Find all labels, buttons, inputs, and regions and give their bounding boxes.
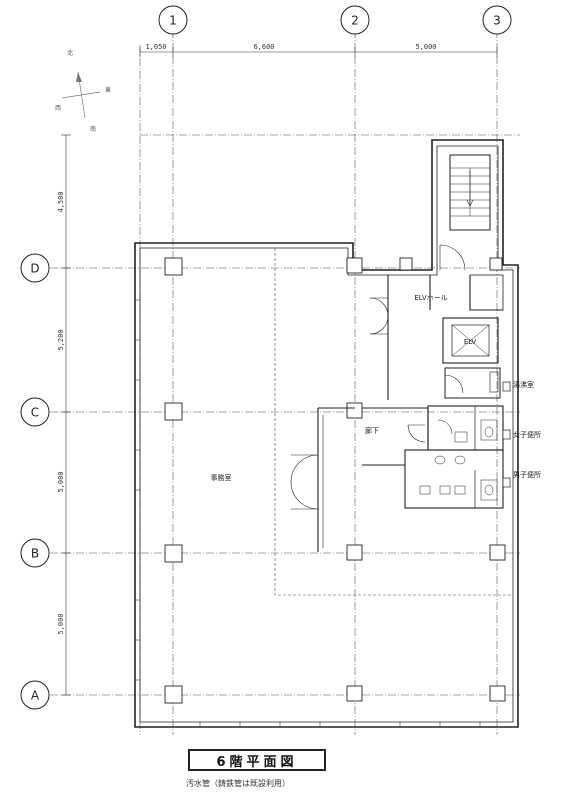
elevator [442, 317, 499, 364]
left-window-marks [135, 299, 140, 681]
dimension-left-2: 5,200 [57, 329, 65, 350]
row-bubble-D [20, 253, 50, 283]
room-label-mens-toilet: 男子便所 [513, 470, 541, 479]
column-post-3B [489, 544, 506, 561]
structural-columns [164, 257, 506, 704]
dimension-left-4: 5,000 [57, 613, 65, 634]
toilets [404, 405, 504, 509]
room-label-elv: ELV [464, 338, 477, 346]
room-label-elv-hall: ELVホール [414, 294, 447, 302]
elv-hall-walls [387, 274, 504, 400]
column-post-mid-D [399, 257, 413, 271]
dimension-top-1: 1,050 [145, 43, 166, 51]
column-label-3: 3 [493, 14, 501, 28]
column-label-2: 2 [351, 14, 359, 28]
column-post-3A [489, 685, 506, 702]
dashed-outline [274, 248, 513, 596]
stair-enclosure [449, 154, 491, 231]
drawing-title: 6階平面図 [188, 749, 326, 771]
room-label-womens-toilet: 女子便所 [513, 430, 541, 439]
kitchenette [444, 367, 501, 399]
stair-shaft [439, 154, 491, 271]
row-bubbles: D C B A [20, 253, 50, 710]
column-post-2D [346, 257, 363, 274]
room-label-office: 事務室 [211, 473, 232, 482]
mens-toilet-room [404, 449, 504, 509]
inner-wall-line [139, 145, 514, 723]
row-label-D: D [30, 262, 39, 276]
stair-door-swing [439, 244, 466, 271]
dimension-left-3: 5,000 [57, 471, 65, 492]
column-bubble-3 [482, 5, 512, 35]
drawing-caption: 汚水管（鋳鉄管は既設利用） [186, 779, 290, 788]
column-post-1B [164, 544, 183, 563]
grid-lines [50, 30, 520, 735]
partition-doors [290, 454, 319, 510]
row-label-B: B [31, 547, 39, 561]
row-label-A: A [31, 689, 40, 703]
pipe-marks [502, 381, 511, 488]
basin-icon [454, 455, 466, 465]
compass-arrow-icon [76, 72, 82, 82]
compass-north: 北 [67, 49, 73, 57]
compass-east: 東 [105, 86, 111, 94]
elv-hall-wall-east [469, 275, 503, 311]
kitchenette-door-swing [444, 374, 464, 394]
column-label-1: 1 [169, 14, 177, 28]
dimension-top: 1,050 6,600 5,000 [139, 43, 498, 57]
kitchenette-sink [489, 371, 499, 393]
basin-icon [434, 455, 446, 465]
dimension-left: 4,500 5,200 5,000 5,000 [57, 134, 71, 696]
office-elv-doors [369, 297, 389, 335]
row-bubble-C [20, 397, 50, 427]
column-post-3D [489, 257, 503, 271]
row-label-C: C [31, 406, 39, 420]
compass-crossbar [61, 91, 101, 99]
room-labels: 事務室 ELVホール ELV 湯沸室 廊下 女子便所 男子便所 [211, 294, 542, 482]
elevator-car [451, 324, 490, 357]
compass-west: 西 [55, 105, 61, 112]
column-bubble-2 [340, 5, 370, 35]
room-label-corridor: 廊下 [365, 426, 379, 435]
compass-south: 南 [90, 125, 96, 133]
bottom-window-marks [199, 722, 481, 727]
dimension-top-2: 6,600 [253, 43, 274, 51]
kitchenette-room [444, 367, 501, 399]
compass: 北 西 東 南 [55, 49, 111, 133]
column-bubbles: 1 2 3 [158, 5, 512, 35]
column-post-1D [164, 257, 183, 276]
column-post-1A [164, 685, 183, 704]
pipe-shaft [469, 274, 504, 311]
outer-walls [134, 139, 519, 728]
outer-wall [134, 139, 519, 728]
row-bubble-A [20, 680, 50, 710]
room-label-kitchenette: 湯沸室 [513, 380, 534, 389]
dimension-left-1: 4,500 [57, 191, 65, 212]
corridor-door-swing [407, 424, 426, 443]
womens-toilet-fixture [480, 419, 498, 441]
column-post-2B [346, 544, 363, 561]
elevator-shaft [442, 317, 499, 364]
column-bubble-1 [158, 5, 188, 35]
column-post-1C [164, 402, 183, 421]
row-bubble-B [20, 538, 50, 568]
mens-toilet-fixture [480, 479, 498, 501]
column-post-2A [346, 685, 363, 702]
stair-arrow-icon [466, 199, 474, 207]
column-post-2C [346, 402, 363, 419]
dimension-top-3: 5,000 [415, 43, 436, 51]
